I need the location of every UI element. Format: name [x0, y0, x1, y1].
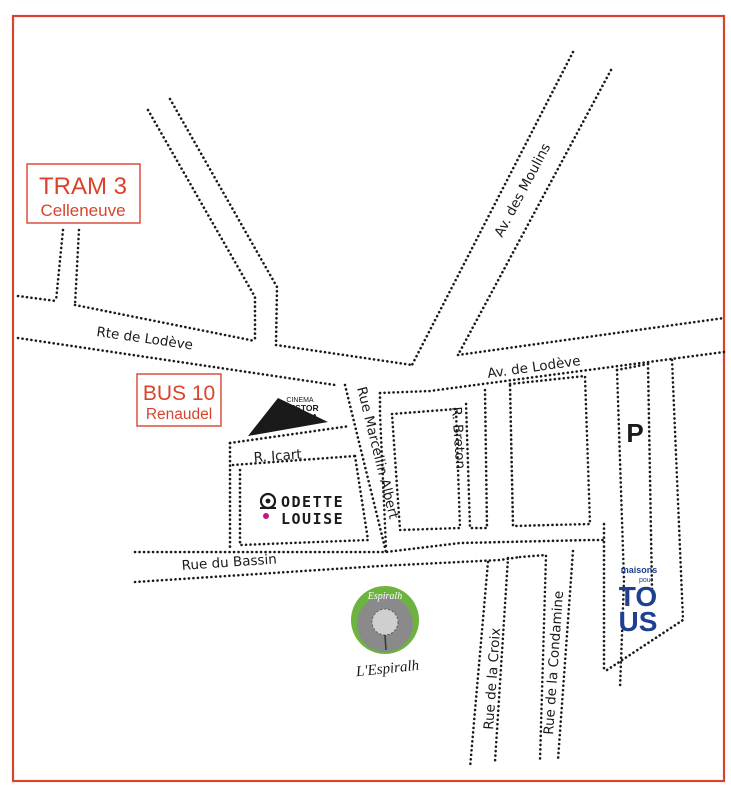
parking-icon: P	[626, 418, 643, 448]
maisons-line2: pour	[639, 577, 654, 584]
odette-louise-logo: ODETTE LOUISE	[259, 492, 344, 528]
road-av-lodeve-top-edge	[456, 316, 726, 357]
tram-stop-name: Celleneuve	[40, 201, 125, 220]
block-odette	[238, 454, 370, 547]
bus-stop-name: Renaudel	[146, 406, 212, 423]
cinema-nestor-burma-logo: CINEMA NESTOR BURMA	[248, 397, 328, 436]
espiralh-logo: Espiralh L'Espiralh	[351, 586, 420, 680]
espiralh-ring-text: Espiralh	[367, 591, 402, 602]
road-av-lodeve-bottom-edge	[378, 350, 726, 395]
label-r-icart: R. Icart	[253, 447, 302, 466]
road-rte-lodeve-bottom-edge	[16, 336, 337, 387]
road-tram-branch-2	[73, 228, 81, 307]
road-rte-lodeve-top-edge-2	[73, 303, 257, 343]
cinema-line2: NESTOR	[283, 403, 318, 413]
dandelion-icon	[371, 608, 399, 636]
maisons-line3: TO	[619, 581, 657, 612]
maisons-pour-tous-logo: maisons pour TO US	[619, 565, 658, 637]
road-parking-west	[615, 368, 626, 690]
odette-line2: LOUISE	[281, 510, 344, 528]
label-av-moulins: Av. des Moulins	[491, 141, 554, 240]
road-parking-east	[602, 358, 685, 674]
label-rue-croix: Rue de la Croix	[481, 627, 504, 730]
label-r-breton: R. Breton	[448, 406, 468, 469]
road-condamine-east	[556, 549, 575, 762]
bus-stop-box: BUS 10 Renaudel	[136, 373, 222, 427]
maisons-line4: US	[619, 606, 658, 637]
label-rue-condamine: Rue de la Condamine	[541, 590, 567, 735]
cinema-line3: BURMA	[286, 412, 318, 422]
block-marcellin-breton	[390, 407, 462, 532]
road-rte-lodeve-top-edge-3	[274, 343, 414, 367]
road-av-moulins-west	[410, 50, 575, 367]
roads	[16, 50, 726, 770]
road-nw-diagonal-b	[168, 97, 279, 347]
road-tram-branch	[54, 228, 65, 303]
road-rue-bassin-north	[133, 538, 606, 554]
maisons-line1: maisons	[621, 565, 658, 575]
block-east-a	[508, 374, 592, 528]
cinema-line1: CINEMA	[286, 397, 314, 404]
map-frame	[11, 14, 726, 783]
road-parking-inner	[615, 362, 654, 592]
label-rte-lodeve: Rte de Lodève	[95, 324, 193, 353]
odette-face-icon	[259, 492, 277, 519]
road-r-breton-east	[464, 388, 489, 530]
road-rte-lodeve-top-edge	[16, 294, 58, 303]
cinema-triangle-icon	[248, 398, 328, 436]
label-rue-bassin: Rue du Bassin	[181, 551, 277, 574]
road-rue-croix-east	[493, 556, 510, 764]
road-condamine-west	[518, 553, 548, 762]
odette-line1: ODETTE	[281, 493, 344, 511]
road-rue-bassin-south	[133, 555, 522, 584]
tram-stop-box: TRAM 3 Celleneuve	[26, 163, 141, 224]
bus-line: BUS 10	[143, 382, 215, 405]
tram-line: TRAM 3	[39, 173, 127, 200]
road-marcellin-west	[343, 383, 388, 554]
road-av-moulins-east	[456, 68, 613, 357]
road-rue-croix-west	[468, 560, 490, 770]
road-nw-diagonal-a	[146, 108, 257, 343]
espiralh-name: L'Espiralh	[354, 658, 420, 681]
